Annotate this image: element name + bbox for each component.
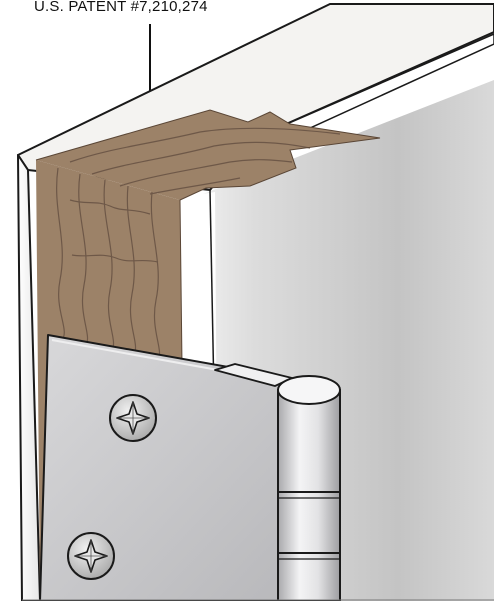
screw-head-icon (67, 532, 115, 580)
wood-grain (56, 127, 341, 361)
screw-head-icon (109, 394, 157, 442)
hinge-knuckle (277, 375, 341, 602)
patent-callout-label: U.S. PATENT #7,210,274 (34, 0, 208, 15)
wood-core-top (36, 110, 380, 200)
wood-core-front (36, 160, 182, 601)
